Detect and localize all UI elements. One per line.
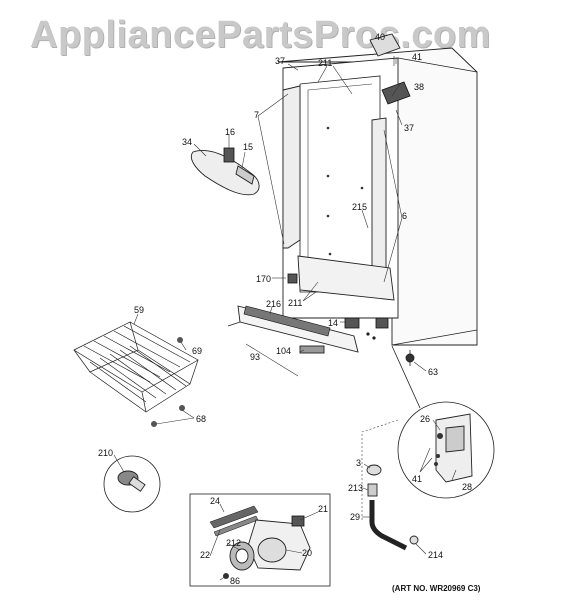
label-216: 216 bbox=[266, 299, 281, 309]
label-86: 86 bbox=[230, 576, 240, 586]
part-214-clamp bbox=[409, 535, 419, 545]
detail-box-defrost bbox=[189, 493, 331, 587]
label-211-bottom: 211 bbox=[288, 298, 302, 308]
label-14: 14 bbox=[328, 318, 338, 328]
label-68: 68 bbox=[196, 414, 206, 424]
part-68-clip-b bbox=[151, 421, 157, 427]
defrost-parts bbox=[209, 505, 311, 579]
label-215: 215 bbox=[352, 202, 367, 212]
part-213-fitting bbox=[367, 483, 378, 497]
lower-hinge bbox=[434, 413, 473, 483]
label-38: 38 bbox=[414, 82, 424, 92]
label-69: 69 bbox=[192, 346, 202, 356]
part-29-drain-tube bbox=[369, 500, 408, 551]
label-214: 214 bbox=[428, 550, 443, 560]
cabinet bbox=[277, 33, 478, 366]
label-40: 40 bbox=[375, 32, 385, 42]
detail-circle-hinge bbox=[397, 401, 495, 499]
label-20: 20 bbox=[302, 548, 312, 558]
leader-lines bbox=[113, 56, 457, 581]
part-69-clip bbox=[177, 337, 183, 343]
label-59: 59 bbox=[134, 305, 144, 315]
label-41-bottom: 41 bbox=[412, 474, 422, 484]
label-210: 210 bbox=[98, 448, 113, 458]
part-170-clip bbox=[287, 273, 298, 284]
part-210-fitting bbox=[117, 470, 146, 492]
label-37-top: 37 bbox=[275, 56, 285, 66]
part-3-cap bbox=[366, 464, 382, 476]
label-212: 212 bbox=[226, 538, 241, 548]
label-22: 22 bbox=[200, 550, 210, 560]
door-handle bbox=[190, 147, 260, 196]
label-170: 170 bbox=[256, 274, 271, 284]
label-104: 104 bbox=[276, 346, 291, 356]
kick-plate-grille bbox=[227, 305, 359, 354]
label-6: 6 bbox=[402, 211, 407, 221]
part-68-clip-a bbox=[179, 405, 185, 411]
detail-circle-210 bbox=[103, 455, 161, 513]
label-213: 213 bbox=[348, 483, 363, 493]
label-37-right: 37 bbox=[404, 123, 414, 133]
label-16: 16 bbox=[225, 127, 235, 137]
label-3: 3 bbox=[356, 458, 361, 468]
part-14-switch bbox=[344, 317, 360, 329]
label-28: 28 bbox=[462, 482, 472, 492]
wire-basket bbox=[73, 321, 199, 413]
label-34: 34 bbox=[182, 137, 192, 147]
label-24: 24 bbox=[210, 496, 220, 506]
label-21: 21 bbox=[318, 504, 328, 514]
watermark-logo: AppliancePartsPros.com bbox=[30, 14, 491, 56]
label-211-top: 211 bbox=[318, 58, 332, 68]
label-7: 7 bbox=[254, 110, 259, 120]
label-93: 93 bbox=[250, 352, 260, 362]
art-number: (ART NO. WR20969 C3) bbox=[392, 584, 481, 593]
callout-labels: 40 41 38 37 211 7 34 16 15 37 215 6 170 … bbox=[98, 32, 481, 593]
label-15: 15 bbox=[243, 142, 253, 152]
label-26: 26 bbox=[420, 414, 430, 424]
label-63: 63 bbox=[428, 367, 438, 377]
label-41-top: 41 bbox=[412, 52, 422, 62]
label-29: 29 bbox=[350, 512, 360, 522]
